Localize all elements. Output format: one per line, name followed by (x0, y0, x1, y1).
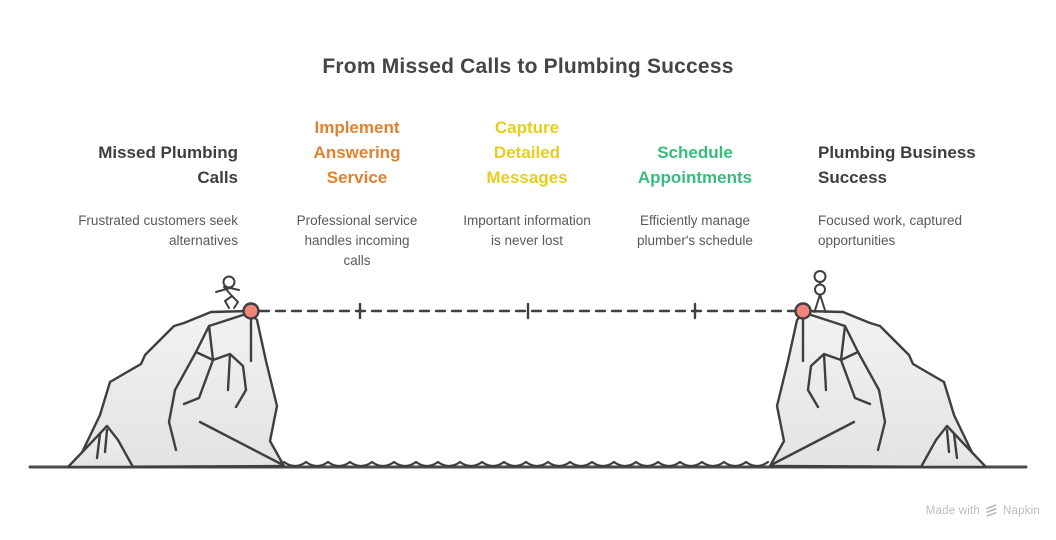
step-description: Important information is never lost (463, 213, 591, 248)
napkin-logo-icon (986, 504, 997, 517)
step-missed-calls: Missed Plumbing Calls Frustrated custome… (68, 100, 238, 251)
anchor-point-left (242, 302, 260, 320)
step-heading: Missed Plumbing Calls (68, 100, 238, 190)
figure-torso (814, 283, 826, 296)
step-heading-text: Implement Answering Service (313, 118, 401, 187)
tightrope (258, 302, 796, 320)
stick-figure-right (813, 270, 827, 313)
step-answering-service: Implement Answering Service Professional… (287, 100, 427, 271)
watermark-brand: Napkin (1003, 504, 1040, 517)
step-heading: Plumbing Business Success (818, 100, 1003, 190)
step-schedule-appointments: Schedule Appointments Efficiently manage… (610, 100, 780, 251)
step-description: Professional service handles incoming ca… (296, 213, 418, 268)
cliffs-illustration (28, 270, 1028, 469)
water-wave-line (282, 460, 770, 468)
step-description: Frustrated customers seek alternatives (78, 213, 238, 248)
step-heading: Implement Answering Service (287, 100, 427, 190)
figure-body (215, 286, 240, 309)
watermark-prefix: Made with (925, 504, 980, 517)
anchor-point-right (794, 302, 812, 320)
step-heading: Schedule Appointments (610, 100, 780, 190)
step-description: Efficiently manage plumber's schedule (637, 213, 753, 248)
step-heading: Capture Detailed Messages (457, 100, 597, 190)
figure-head (222, 275, 236, 289)
page-title: From Missed Calls to Plumbing Success (322, 55, 734, 78)
step-heading-text: Plumbing Business Success (818, 143, 976, 187)
step-heading-text: Capture Detailed Messages (486, 118, 568, 187)
rope-segment-ticks (358, 302, 697, 320)
step-business-success: Plumbing Business Success Focused work, … (818, 100, 1003, 251)
watermark: Made with Napkin (926, 504, 1040, 517)
step-heading-text: Schedule Appointments (637, 143, 753, 187)
step-capture-messages: Capture Detailed Messages Important info… (457, 100, 597, 251)
right-cliff (768, 309, 988, 469)
figure-legs (813, 281, 827, 313)
figure-head (813, 270, 827, 283)
step-description: Focused work, captured opportunities (818, 213, 963, 248)
left-cliff (66, 309, 286, 469)
step-heading-text: Missed Plumbing Calls (98, 143, 238, 187)
stick-figure-left (215, 275, 240, 309)
